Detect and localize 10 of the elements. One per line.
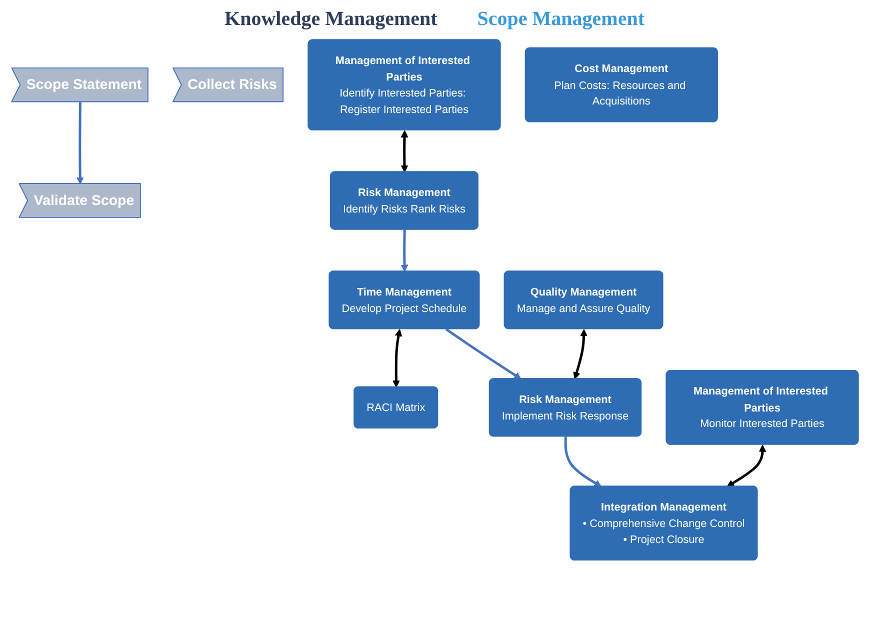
arrow (392, 329, 402, 388)
heading-label: Knowledge Management (224, 8, 438, 31)
arrow (400, 230, 408, 272)
arrow (572, 329, 587, 380)
arrow (564, 436, 602, 487)
arrow (400, 130, 408, 172)
heading-label: Scope Management (477, 8, 644, 31)
arrow (76, 102, 84, 184)
arrow (444, 328, 521, 380)
arrow (726, 444, 766, 487)
